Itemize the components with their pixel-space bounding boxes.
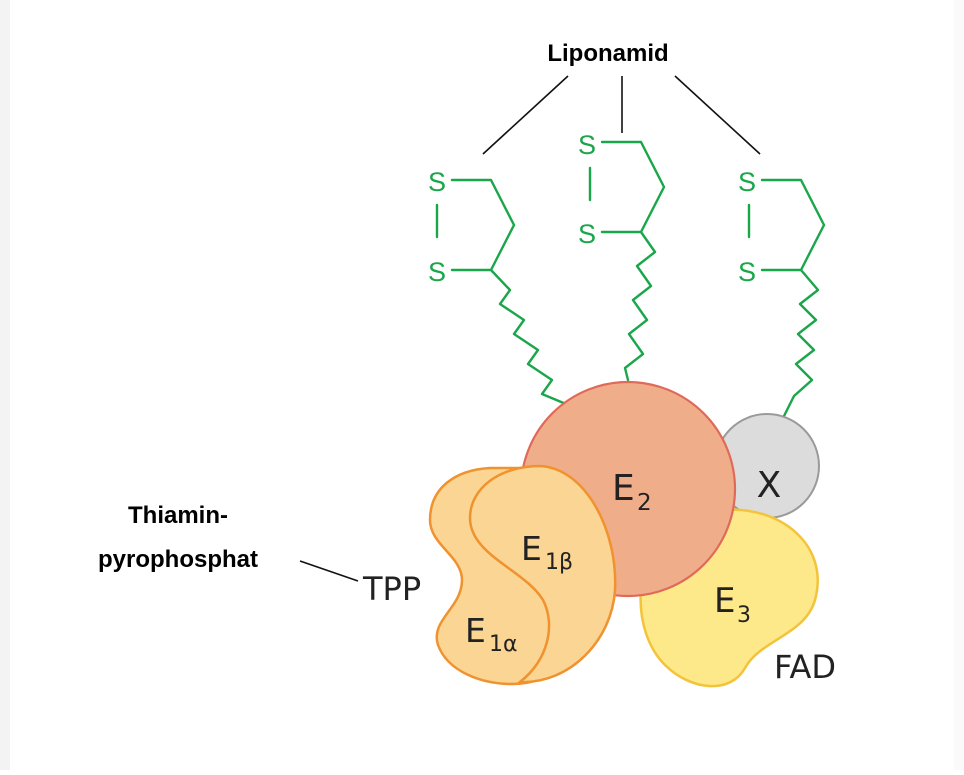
dithiolane-ring-2 xyxy=(600,140,666,234)
dithiolane-ring-1 xyxy=(450,178,516,272)
sulfur-atom-3b: S xyxy=(738,257,756,287)
e1-alpha-label-letter: E xyxy=(465,611,486,650)
e2-label-subscript: 2 xyxy=(637,490,652,516)
e3-label-letter: E xyxy=(714,581,735,621)
e1-alpha-label-subscript: 1α xyxy=(489,632,518,657)
tpp-leader-line xyxy=(299,560,359,582)
e3-label-subscript: 3 xyxy=(737,603,751,628)
lysine-chain-1 xyxy=(489,268,568,406)
tpp-label: TPP xyxy=(362,570,421,608)
thiamin-label-line1: Thiamin- xyxy=(128,502,228,529)
sulfur-atom-1a: S xyxy=(428,167,446,197)
x-subunit-label: X xyxy=(757,465,782,506)
lipoamide-leader-left xyxy=(482,75,569,155)
lysine-chain-2 xyxy=(623,230,657,382)
thiamin-label-line2: pyrophosphat xyxy=(98,546,258,573)
sulfur-atom-2b: S xyxy=(578,219,596,249)
lipoamide-label: Liponamid xyxy=(547,40,668,67)
lipoamide-arm-middle: S S xyxy=(578,130,666,382)
lipoamide-arm-right: S S xyxy=(738,167,826,422)
lipoamide-arm-left: S S xyxy=(428,167,568,406)
right-border-strip xyxy=(954,0,964,770)
sulfur-atom-1b: S xyxy=(428,257,446,287)
lipoamide-leader-right xyxy=(674,75,761,155)
e1-heterodimer: E 1β E 1α xyxy=(428,464,617,686)
e2-label-letter: E xyxy=(612,468,635,509)
lysine-chain-3 xyxy=(780,268,820,422)
e1-beta-subunit xyxy=(468,464,617,684)
left-border-strip xyxy=(0,0,10,770)
sulfur-atom-2a: S xyxy=(578,130,596,160)
fad-label: FAD xyxy=(774,648,836,686)
sulfur-atom-3a: S xyxy=(738,167,756,197)
e1-beta-label-letter: E xyxy=(521,529,542,568)
e1-beta-label-subscript: 1β xyxy=(545,550,573,575)
dithiolane-ring-3 xyxy=(760,178,826,272)
